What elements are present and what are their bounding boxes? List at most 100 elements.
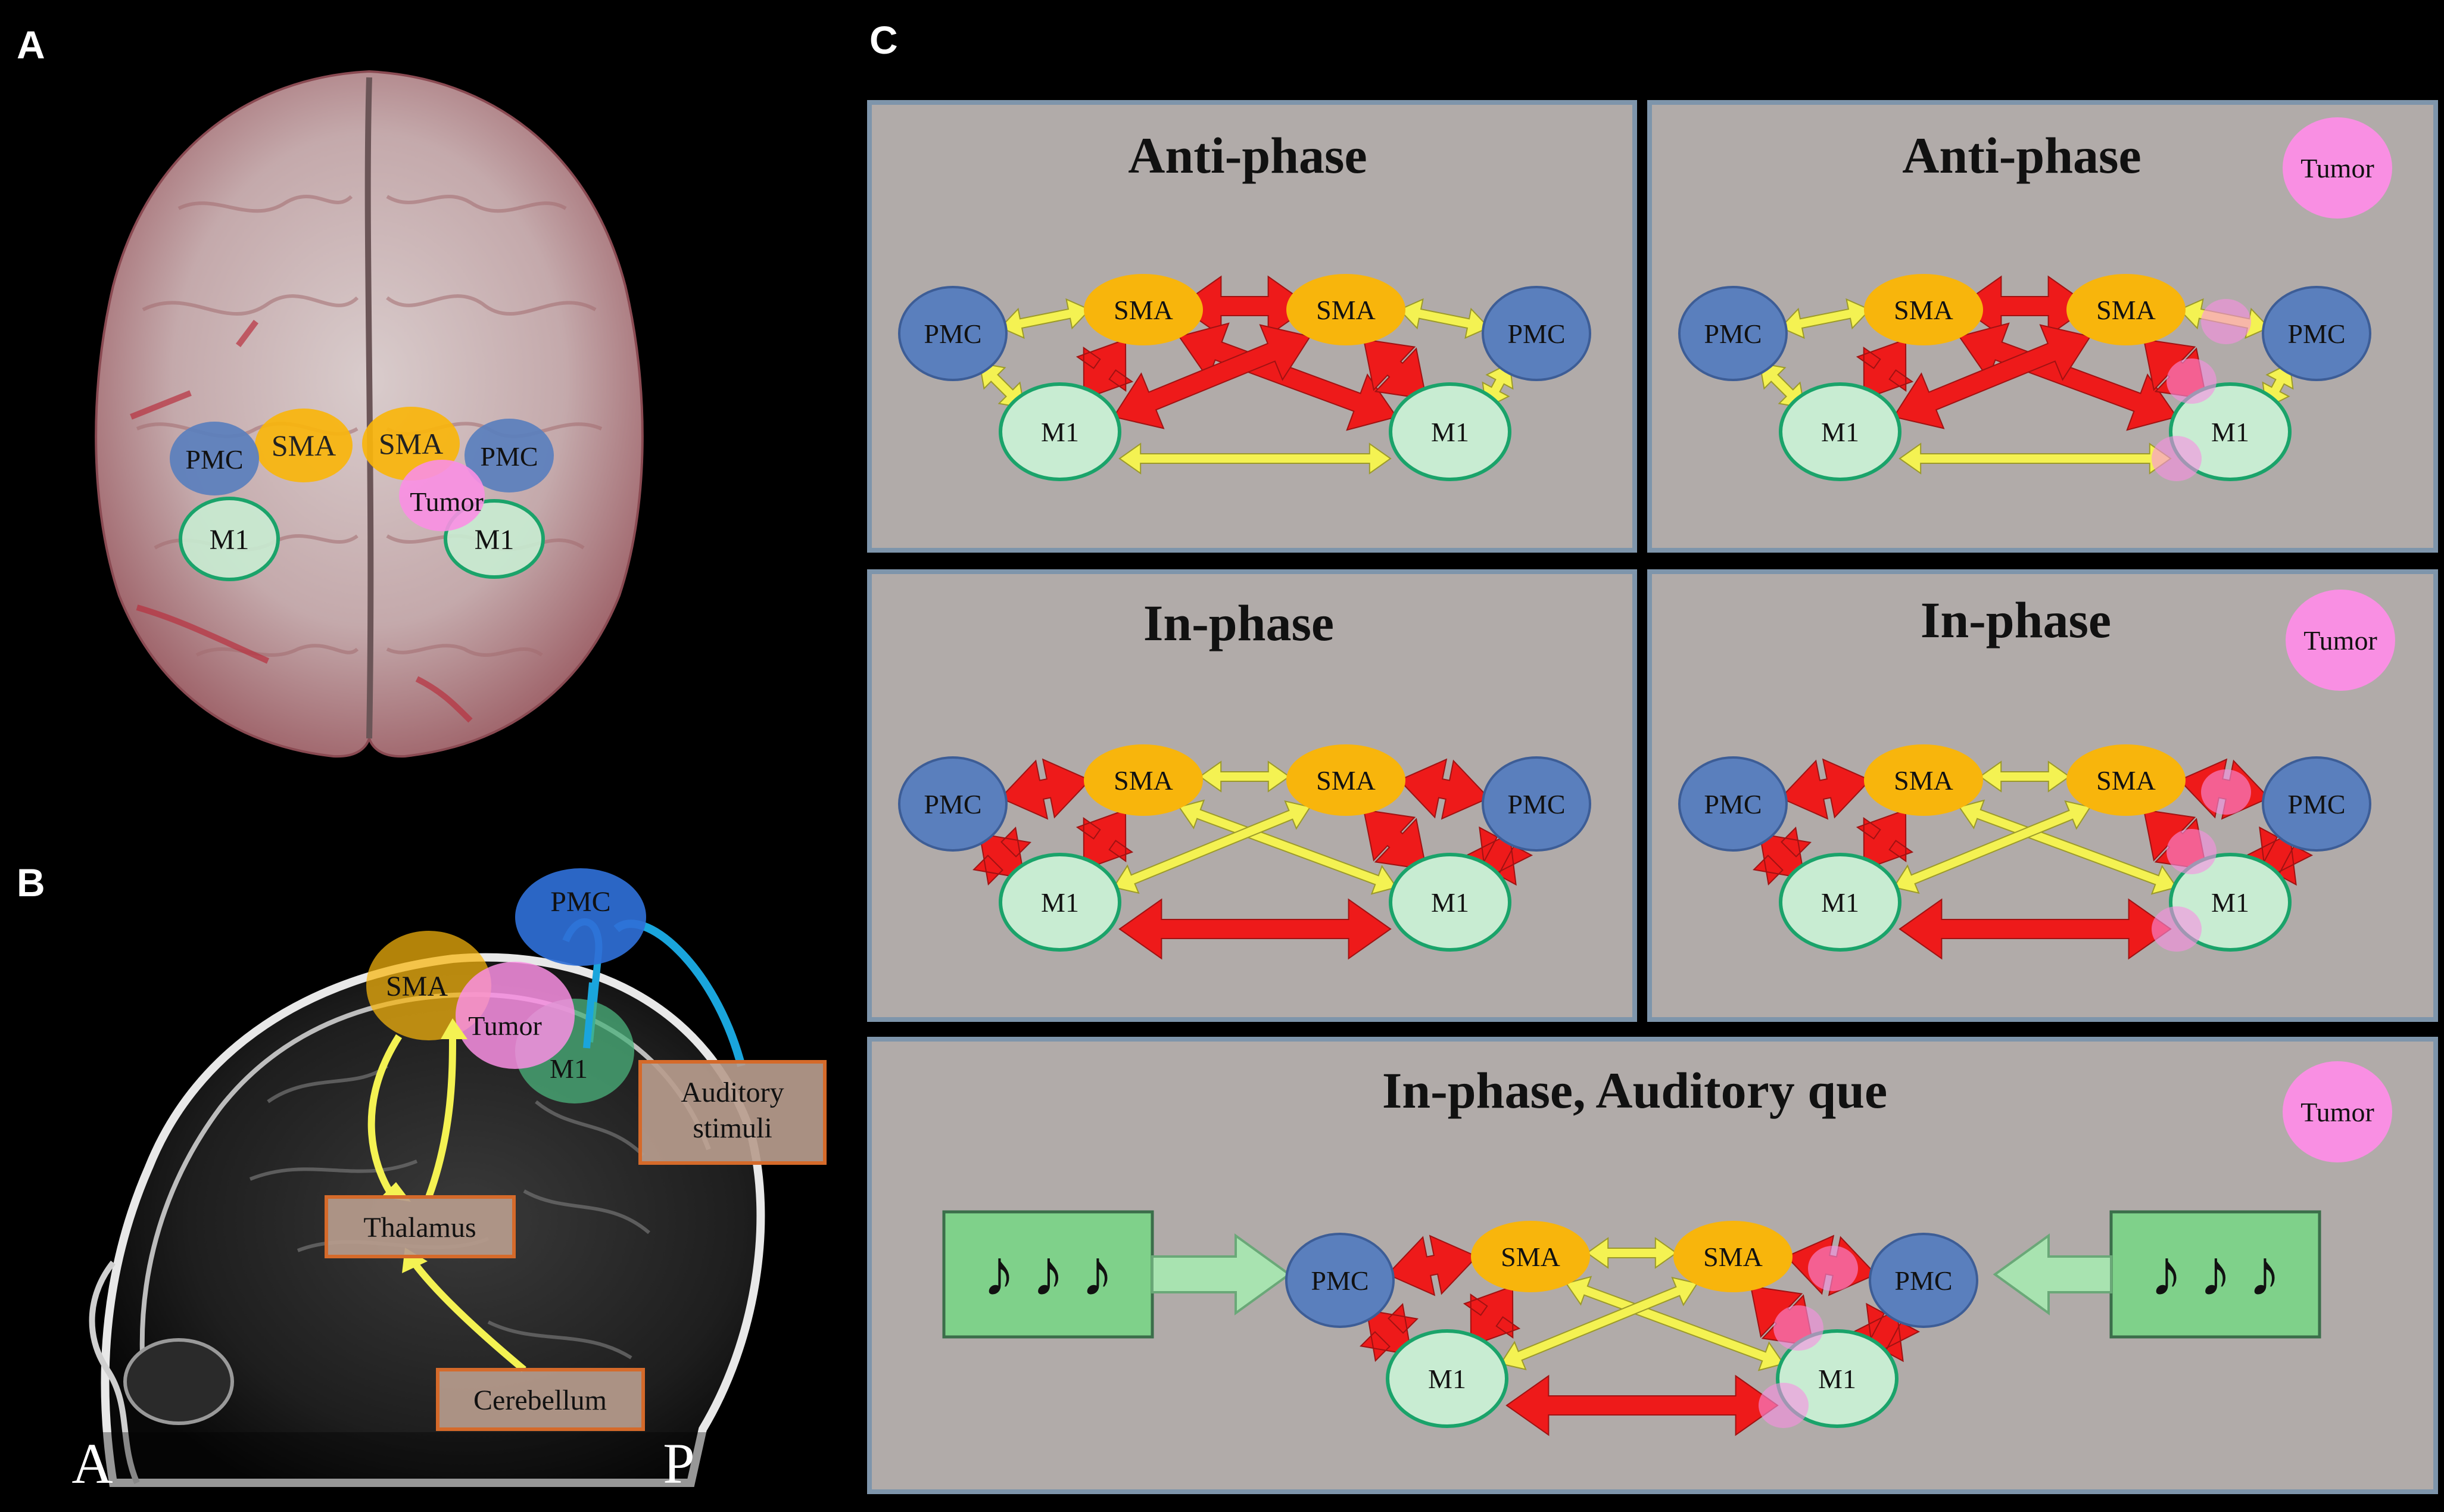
sagittal-tumor — [456, 962, 575, 1069]
node-sma-right-label: SMA — [1703, 1242, 1763, 1272]
node-pmc-right-label: PMC — [2287, 789, 2345, 819]
node-sma-left — [1864, 274, 1983, 345]
node-m1-right-label: M1 — [1818, 1364, 1856, 1394]
node-sma-right — [1286, 274, 1405, 345]
panel-label-b: B — [17, 861, 45, 905]
thalamus-box — [325, 1195, 516, 1258]
node-m1-left — [999, 853, 1121, 952]
cue-notes-left: ♪ ♪ ♪ — [983, 1237, 1114, 1310]
cue-box-right — [2109, 1210, 2321, 1339]
title-anti-phase-right: Anti-phase — [1902, 127, 2141, 184]
brain-top-m1-left-label: M1 — [210, 524, 250, 556]
node-pmc-right-label: PMC — [1507, 789, 1565, 819]
node-m1-left-label: M1 — [1041, 887, 1079, 918]
node-sma-right — [1286, 744, 1405, 816]
node-m1-left-label: M1 — [1041, 417, 1079, 447]
brain-top-pmc-right — [465, 419, 554, 492]
node-m1-right-label: M1 — [1431, 417, 1469, 447]
brain-top-sma-left-label: SMA — [272, 429, 336, 462]
network-in-phase-right: PMC PMC M1 M1 SMA SMA — [1678, 744, 2371, 960]
node-sma-left — [1084, 274, 1203, 345]
title-in-phase-right: In-phase — [1921, 591, 2111, 649]
cerebellum-box — [436, 1368, 645, 1431]
tumor-dot-sma-m1 — [2166, 358, 2217, 404]
mri-face — [89, 1260, 140, 1484]
node-m1-left — [1779, 853, 1901, 952]
sagittal-tumor-label: Tumor — [468, 1011, 542, 1041]
node-pmc-right — [1869, 1233, 1978, 1328]
sagittal-sma-label: SMA — [386, 971, 448, 1002]
edge-m1L-m1R — [1118, 898, 1392, 960]
mri-orbit — [123, 1338, 234, 1425]
node-sma-left — [1084, 744, 1203, 816]
auditory-stimuli-box — [638, 1060, 827, 1165]
title-in-phase-auditory: In-phase, Auditory que — [1382, 1062, 1887, 1119]
title-anti-phase-left: Anti-phase — [1128, 127, 1367, 184]
brain-top-pmc-right-label: PMC — [480, 441, 538, 472]
node-m1-right-label: M1 — [1431, 887, 1469, 918]
node-pmc-left — [898, 286, 1008, 381]
node-pmc-left — [898, 756, 1008, 852]
node-pmc-left-label: PMC — [924, 789, 981, 819]
node-m1-right — [1389, 382, 1511, 481]
node-pmc-right — [2262, 286, 2371, 381]
node-sma-right-label: SMA — [1316, 765, 1376, 796]
tumor-legend-1-label: Tumor — [2300, 153, 2374, 183]
tumor-dot-sma-pmc — [2201, 769, 2251, 815]
brain-top-tumor — [399, 460, 485, 531]
brain-top-tumor-label: Tumor — [410, 487, 484, 517]
brain-top-sma-left — [255, 409, 353, 482]
node-sma-right — [2066, 274, 2186, 345]
node-sma-right — [1673, 1221, 1793, 1292]
node-sma-right-label: SMA — [2096, 765, 2156, 796]
cue-notes-right: ♪ ♪ ♪ — [2150, 1237, 2281, 1310]
node-m1-right-label: M1 — [2211, 887, 2249, 918]
node-pmc-left-label: PMC — [1704, 789, 1762, 819]
auditory-stimuli-label-2: stimuli — [693, 1112, 772, 1144]
node-pmc-left-label: PMC — [1311, 1265, 1368, 1296]
node-pmc-left-label: PMC — [924, 319, 981, 349]
node-sma-left-label: SMA — [1114, 765, 1173, 796]
node-pmc-right — [2262, 756, 2371, 852]
node-sma-left-label: SMA — [1894, 765, 1953, 796]
sagittal-pmc-label: PMC — [550, 886, 610, 918]
node-m1-left-label: M1 — [1821, 417, 1859, 447]
node-pmc-right — [1482, 756, 1591, 852]
node-sma-right-label: SMA — [2096, 295, 2156, 325]
tumor-legend-2 — [2286, 590, 2395, 691]
node-pmc-right-label: PMC — [1894, 1265, 1952, 1296]
brain-top-m1-right-label: M1 — [475, 524, 515, 556]
node-pmc-right — [1482, 286, 1591, 381]
cerebellum-label: Cerebellum — [473, 1385, 607, 1416]
node-m1-right — [1389, 853, 1511, 952]
posterior-label: P — [663, 1432, 694, 1495]
node-m1-left — [1386, 1329, 1508, 1428]
tumor-dot-m1-m1 — [1759, 1383, 1809, 1428]
tumor-dot-m1-m1 — [2152, 906, 2202, 952]
tumor-legend-3 — [2283, 1061, 2392, 1162]
anterior-label: A — [71, 1432, 113, 1495]
brain-top-m1-left — [179, 497, 280, 581]
edge-m1L-m1R — [1118, 442, 1392, 475]
brain-vessels — [130, 320, 473, 723]
node-m1-left-label: M1 — [1428, 1364, 1466, 1394]
node-pmc-left — [1678, 286, 1788, 381]
tumor-legend-1 — [2283, 117, 2392, 219]
tumor-dot-sma-m1 — [2166, 829, 2217, 874]
cue-arrow-right — [1993, 1233, 2112, 1315]
sagittal-pmc — [515, 868, 646, 966]
node-m1-left-label: M1 — [1821, 887, 1859, 918]
node-sma-left-label: SMA — [1894, 295, 1953, 325]
node-sma-right-label: SMA — [1316, 295, 1376, 325]
brain-midline — [364, 77, 374, 739]
tumor-dot-m1-m1 — [2152, 436, 2202, 481]
brain-top-sma-right-label: SMA — [379, 427, 443, 460]
tumor-legend-2-label: Tumor — [2303, 625, 2377, 656]
title-in-phase-left: In-phase — [1143, 594, 1334, 651]
network-in-phase-left: PMC PMC M1 M1 SMA SMA — [898, 744, 1591, 960]
node-pmc-left — [1285, 1233, 1395, 1328]
auditory-stimuli-label-1: Auditory — [681, 1077, 784, 1108]
